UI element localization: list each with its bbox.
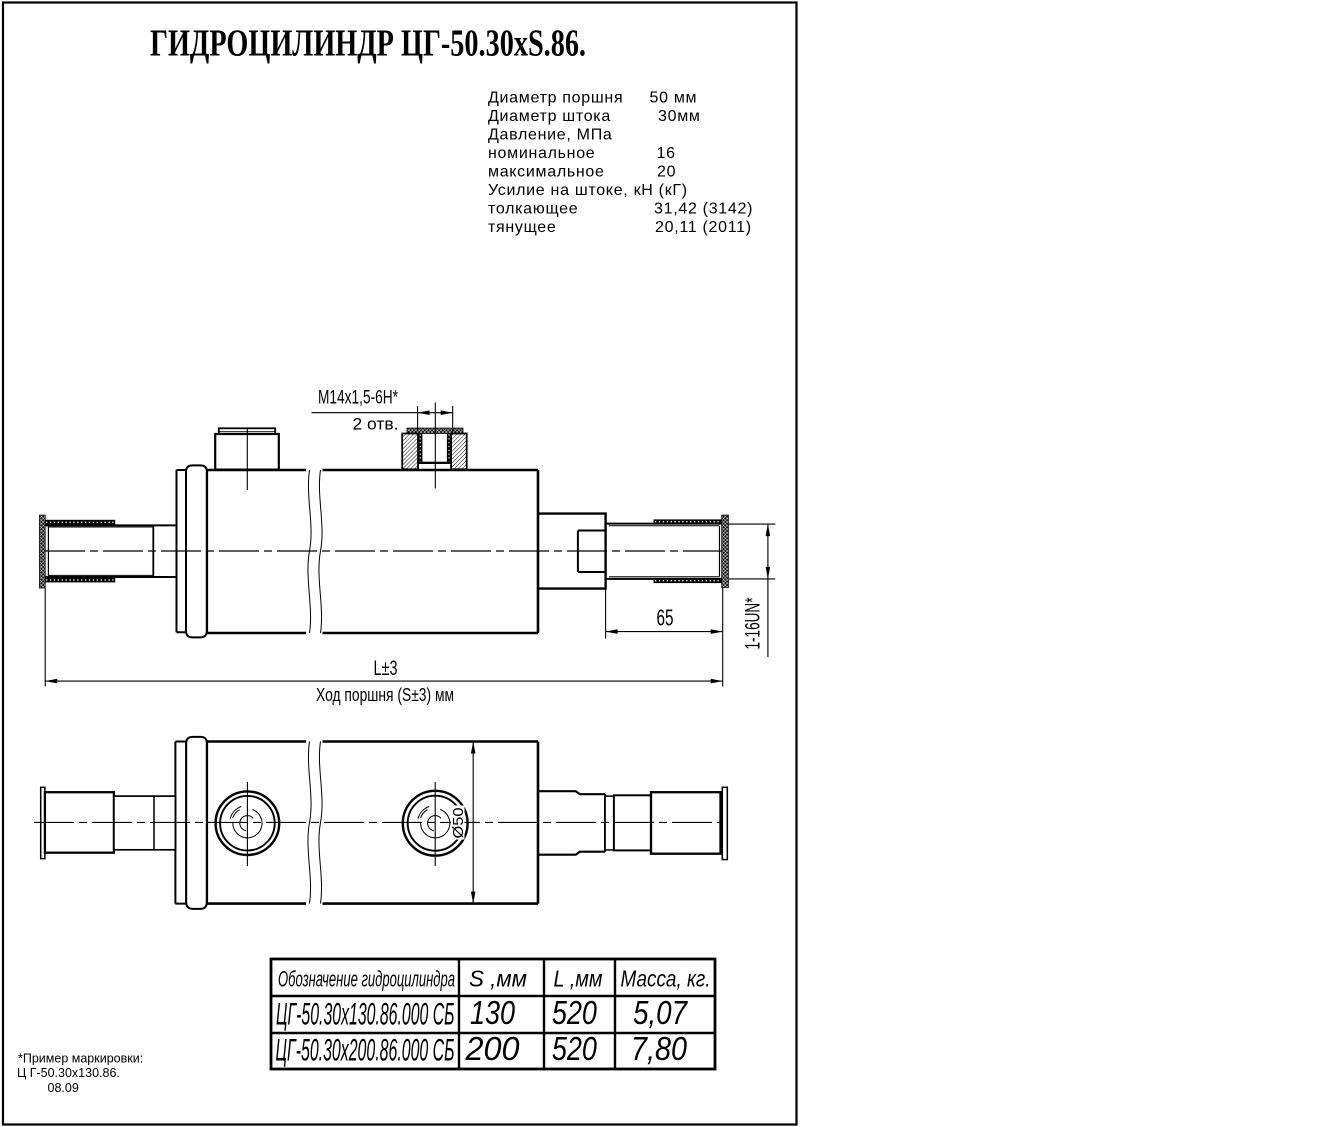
svg-text:Давление, МПа: Давление, МПа — [488, 127, 613, 144]
svg-text:200: 200 — [465, 1030, 521, 1067]
svg-text:тянущее: тянущее — [488, 219, 557, 236]
svg-text:7,80: 7,80 — [631, 1030, 688, 1067]
svg-text:50 мм: 50 мм — [650, 90, 698, 107]
svg-text:L ,мм: L ,мм — [554, 966, 603, 992]
svg-text:20,11 (2011): 20,11 (2011) — [655, 219, 752, 236]
svg-text:ЦГ-50.30х130.86.000 СБ: ЦГ-50.30х130.86.000 СБ — [276, 996, 455, 1032]
svg-text:Диаметр поршня: Диаметр поршня — [488, 90, 623, 107]
svg-text:Усилие на штоке, кН (кГ): Усилие на штоке, кН (кГ) — [488, 182, 688, 199]
svg-text:1-16UN*: 1-16UN* — [742, 598, 765, 650]
svg-text:ГИДРОЦИЛИНДР ЦГ-50.30хS.86.: ГИДРОЦИЛИНДР ЦГ-50.30хS.86. — [150, 23, 586, 65]
svg-text:номинальное: номинальное — [488, 145, 595, 162]
svg-text:520: 520 — [552, 1030, 598, 1067]
svg-text:5,07: 5,07 — [633, 994, 688, 1031]
svg-text:М14х1,5-6Н*: М14х1,5-6Н* — [318, 387, 398, 409]
svg-text:Ц Г-50.30х130.86.: Ц Г-50.30х130.86. — [17, 1066, 120, 1080]
svg-text:Обозначение гидроцилиндра: Обозначение гидроцилиндра — [278, 967, 455, 992]
svg-text:31,42 (3142): 31,42 (3142) — [654, 201, 753, 218]
svg-text:L±3: L±3 — [374, 657, 398, 680]
svg-text:толкающее: толкающее — [488, 201, 578, 218]
svg-text:Масса, кг.: Масса, кг. — [621, 966, 711, 992]
svg-text:65: 65 — [657, 605, 674, 631]
svg-text:16: 16 — [657, 145, 676, 162]
svg-text:Ø50: Ø50 — [450, 808, 467, 839]
svg-text:ЦГ-50.30х200.86.000 СБ: ЦГ-50.30х200.86.000 СБ — [276, 1032, 455, 1068]
svg-text:520: 520 — [552, 994, 598, 1031]
svg-text:*Пример маркировки:: *Пример маркировки: — [18, 1052, 143, 1066]
svg-text:S ,мм: S ,мм — [469, 966, 527, 992]
svg-text:максимальное: максимальное — [488, 164, 605, 181]
svg-text:08.09: 08.09 — [48, 1081, 79, 1095]
svg-text:Диаметр штока: Диаметр штока — [488, 108, 611, 125]
svg-text:20: 20 — [657, 164, 676, 181]
svg-text:30мм: 30мм — [658, 108, 701, 125]
svg-text:130: 130 — [470, 994, 516, 1031]
svg-text:Ход поршня (S±3) мм: Ход поршня (S±3) мм — [316, 685, 454, 705]
svg-text:2 отв.: 2 отв. — [353, 415, 399, 434]
